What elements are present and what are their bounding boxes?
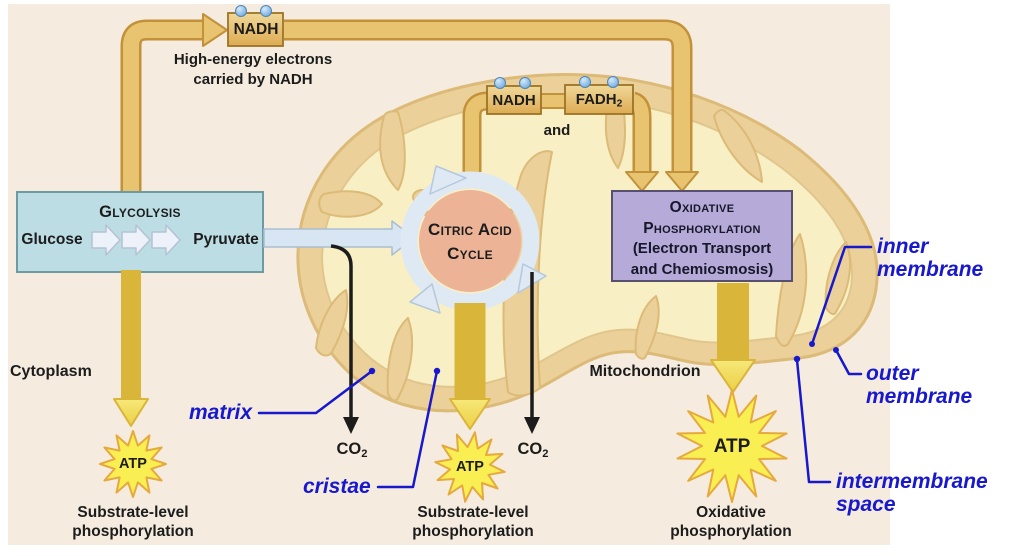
atp-star-middle: [434, 431, 506, 503]
caption-substrate-mid-line1: Substrate-level: [417, 504, 529, 521]
nadh-top-label: NADH: [233, 21, 279, 38]
nadh-mid-box: [486, 85, 542, 115]
oxphos-box: [611, 190, 793, 282]
caption-substrate-mid: Substrate-level phosphorylation: [412, 503, 533, 541]
caption-oxidative-line1: Oxidative: [696, 504, 766, 521]
citric-line1: Citric Acid: [428, 220, 512, 239]
mitochondrion-label: Mitochondrion: [589, 363, 701, 380]
glycolysis-step-arrows: [91, 224, 181, 256]
inner-membrane-line1: inner: [877, 235, 929, 258]
electron-dot-icon: [235, 5, 247, 17]
citric-cycle-core: [419, 190, 521, 292]
intermembrane-line2: space: [836, 493, 896, 516]
oxphos-line2: Phosphorylation: [643, 219, 761, 237]
carrier-boxes: [227, 12, 634, 115]
electron-dot-icon: [607, 76, 619, 88]
citric-cycle-label: Citric Acid Cycle: [428, 218, 512, 266]
electron-dot-icon: [519, 77, 531, 89]
electron-dot-icon: [494, 77, 506, 89]
annotation-leaders: [257, 245, 873, 489]
atp-stars: [99, 389, 788, 503]
co2-arrowheads: [343, 417, 540, 434]
cristae-annotation: cristae: [303, 475, 371, 498]
caption-substrate-left: Substrate-level phosphorylation: [72, 503, 193, 541]
outer-membrane-line2: membrane: [866, 385, 973, 408]
pyruvate-label: Pyruvate: [193, 231, 259, 248]
electron-dot-icon: [579, 76, 591, 88]
atp-star-right: [676, 389, 788, 503]
co2-left-label: CO2: [337, 440, 368, 460]
co2-right-label: CO2: [518, 440, 549, 460]
glycolysis-title: Glycolysis: [99, 203, 181, 221]
fadh2-box: [564, 84, 634, 115]
atp-middle-label: ATP: [456, 459, 484, 475]
atp-left-label: ATP: [119, 456, 147, 472]
and-label: and: [543, 122, 571, 139]
citric-line2: Cycle: [447, 244, 493, 263]
inner-membrane-line2: membrane: [877, 258, 984, 281]
high-energy-line1: High-energy electrons: [173, 51, 333, 68]
co2-left-subscript: 2: [361, 447, 368, 460]
oxphos-line3: (Electron Transport: [632, 240, 772, 257]
nadh-top-box: [227, 12, 284, 47]
glucose-label: Glucose: [21, 231, 83, 248]
gold-bands: [123, 22, 690, 202]
atp-arrowheads: [113, 359, 756, 430]
fadh2-text: FADH: [575, 91, 617, 108]
atp-right-label: ATP: [713, 436, 751, 457]
co2-right-subscript: 2: [542, 447, 549, 460]
outer-membrane-line1: outer: [866, 362, 919, 385]
fadh2-subscript: 2: [616, 98, 623, 110]
caption-substrate-mid-line2: phosphorylation: [412, 523, 534, 540]
co2-left-text: CO: [336, 440, 362, 458]
atp-arrows: [123, 270, 747, 402]
electron-dot-icon: [260, 5, 272, 17]
matrix-annotation: matrix: [189, 401, 253, 424]
caption-substrate-left-line1: Substrate-level: [77, 504, 189, 521]
intermembrane-space-annotation: intermembrane space: [836, 470, 988, 516]
outer-membrane-annotation: outer membrane: [866, 362, 972, 408]
oxphos-line1: Oxidative: [669, 199, 735, 216]
caption-substrate-left-line2: phosphorylation: [72, 523, 194, 540]
citric-cycle-ring: [400, 171, 540, 311]
annotation-leader-dots: [368, 341, 839, 375]
oxphos-line4: and Chemiosmosis): [630, 260, 774, 278]
fadh2-label: FADH2: [576, 91, 623, 110]
cytoplasm-label: Cytoplasm: [10, 363, 92, 380]
nadh-mid-label: NADH: [492, 92, 536, 109]
intermembrane-line1: intermembrane: [836, 470, 988, 493]
oxphos-label: Oxidative Phosphorylation (Electron Tran…: [631, 198, 774, 280]
co2-right-text: CO: [517, 440, 543, 458]
caption-oxidative: Oxidative phosphorylation: [670, 503, 791, 541]
atp-star-left: [99, 430, 167, 498]
electron-dots: [235, 5, 619, 89]
high-energy-line2: carried by NADH: [193, 71, 313, 88]
co2-arrows: [330, 244, 534, 420]
caption-oxidative-line2: phosphorylation: [670, 523, 792, 540]
high-energy-caption: High-energy electrons carried by NADH: [174, 50, 332, 90]
gold-arrowheads: [202, 13, 699, 192]
inner-membrane-annotation: inner membrane: [877, 235, 983, 281]
